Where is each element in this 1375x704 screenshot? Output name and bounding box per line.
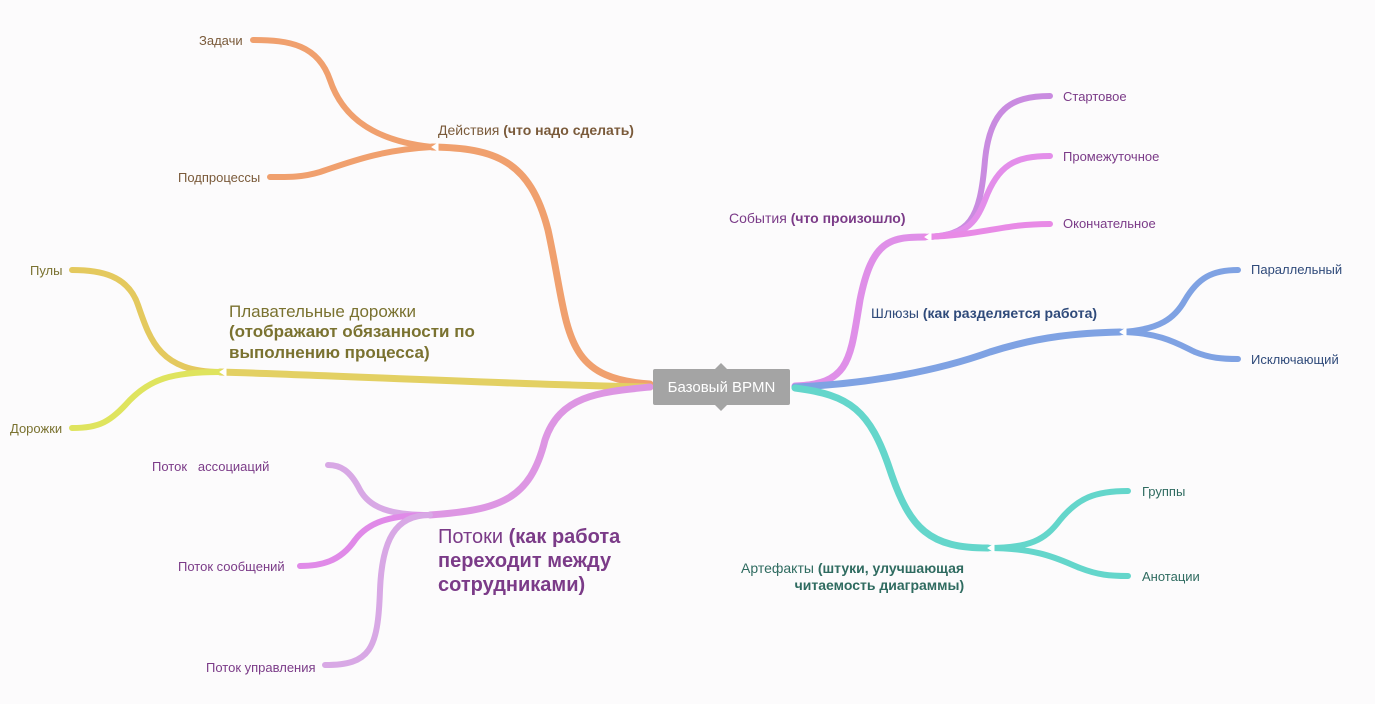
connector-tasks <box>250 37 435 150</box>
branch-lanes-title: Плавательные дорожки <box>229 302 416 321</box>
leaf-message-flow[interactable]: Поток сообщений <box>178 559 285 574</box>
connector-lanes <box>216 368 654 391</box>
connector-pools <box>69 267 223 375</box>
branch-events-title: События <box>729 210 787 226</box>
branch-events-label[interactable]: События (что произошло) <box>729 210 906 227</box>
connector-start <box>922 93 1053 240</box>
leaf-groups[interactable]: Группы <box>1142 484 1186 499</box>
connector-actions <box>428 143 654 388</box>
branch-artifacts-desc-2: читаемость диаграммы) <box>794 576 965 593</box>
branch-actions-label[interactable]: Действия (что надо сделать) <box>438 122 634 139</box>
node-marker-events <box>924 232 932 242</box>
leaf-parallel-gateway[interactable]: Параллельный <box>1251 262 1343 277</box>
branch-artifacts-desc-1: (штуки, улучшающая <box>817 560 965 576</box>
node-marker-artifacts <box>987 543 995 553</box>
branch-lanes-desc-2: выполнению процесса) <box>229 342 430 362</box>
node-marker-lanes <box>219 367 227 377</box>
branch-flows-desc-1: (как работа <box>508 526 621 548</box>
node-marker-actions <box>431 142 439 152</box>
root-node[interactable]: Базовый BPMN <box>653 363 790 411</box>
leaf-annotations[interactable]: Анотации <box>1142 569 1200 584</box>
connector-groups <box>985 488 1131 551</box>
root-label: Базовый BPMN <box>667 378 776 396</box>
connector-association <box>325 462 433 518</box>
leaf-intermediate-event[interactable]: Промежуточное <box>1063 149 1160 164</box>
leaf-start-event[interactable]: Стартовое <box>1063 89 1127 104</box>
branch-flows-title: Потоки <box>438 526 504 548</box>
leaf-swimlanes[interactable]: Дорожки <box>10 421 63 436</box>
leaf-control-flow[interactable]: Поток управления <box>206 660 316 675</box>
connector-flows <box>426 383 654 519</box>
connector-artifacts <box>791 384 992 552</box>
connector-exclusive <box>1117 329 1241 362</box>
branch-gateways-title: Шлюзы <box>871 305 919 321</box>
leaf-association-flow[interactable]: Поток ассоциаций <box>152 459 270 474</box>
connector-annotations <box>985 545 1131 579</box>
leaf-tasks[interactable]: Задачи <box>199 33 243 48</box>
branch-gateways-desc: (как разделяется работа) <box>922 305 1098 321</box>
branch-artifacts-label[interactable]: Артефакты (штуки, улучшающая читаемость … <box>741 560 964 594</box>
branch-flows-desc-2: переходит между <box>438 550 612 572</box>
leaf-exclusive-gateway[interactable]: Исключающий <box>1251 352 1339 367</box>
connector-events <box>791 233 929 390</box>
branch-actions-desc: (что надо сделать) <box>503 122 634 138</box>
connector-swimlanes <box>69 369 223 431</box>
branch-artifacts-title: Артефакты <box>741 560 814 576</box>
branch-flows-desc-3: сотрудниками) <box>438 574 586 596</box>
branch-lanes-label[interactable]: Плавательные дорожки (отображают обязанн… <box>229 302 475 363</box>
leaf-end-event[interactable]: Окончательное <box>1063 216 1156 231</box>
branch-events-desc: (что произошло) <box>790 210 906 226</box>
branch-flows-label[interactable]: Потоки (как работа переходит между сотру… <box>438 525 620 597</box>
leaf-subprocesses[interactable]: Подпроцессы <box>178 170 261 185</box>
leaf-pools[interactable]: Пулы <box>30 263 63 278</box>
branch-actions-title: Действия <box>438 122 500 138</box>
connector-end <box>922 221 1053 240</box>
connector-gateways <box>791 328 1124 391</box>
branch-gateways-label[interactable]: Шлюзы (как разделяется работа) <box>871 305 1097 322</box>
branch-lanes-desc-1: (отображают обязанности по <box>229 322 475 342</box>
connector-parallel <box>1117 267 1241 335</box>
connector-control <box>322 512 433 668</box>
node-marker-gateways <box>1119 327 1127 337</box>
connector-subprocesses <box>267 144 435 181</box>
connector-messages <box>297 512 433 569</box>
